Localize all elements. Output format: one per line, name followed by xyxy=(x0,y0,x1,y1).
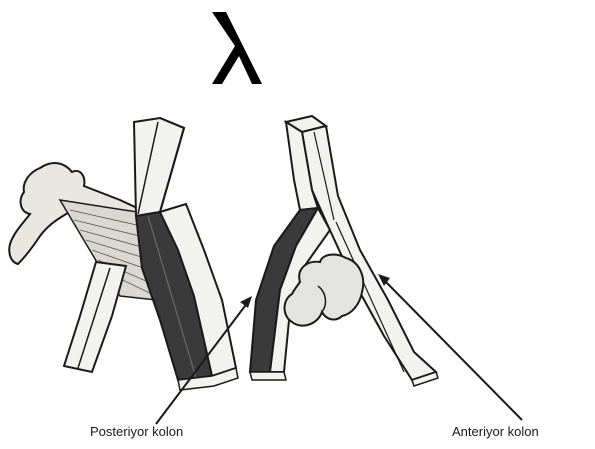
anterior-column-label: Anteriyor kolon xyxy=(452,424,539,439)
right-column-figure xyxy=(250,116,438,386)
posterior-column-label: Posteriyor kolon xyxy=(90,424,183,439)
left-pelvis-figure xyxy=(9,118,238,390)
right-anterior-column xyxy=(302,126,436,380)
posterior-arrowhead xyxy=(240,296,252,308)
right-posterior-column-base xyxy=(250,372,286,380)
